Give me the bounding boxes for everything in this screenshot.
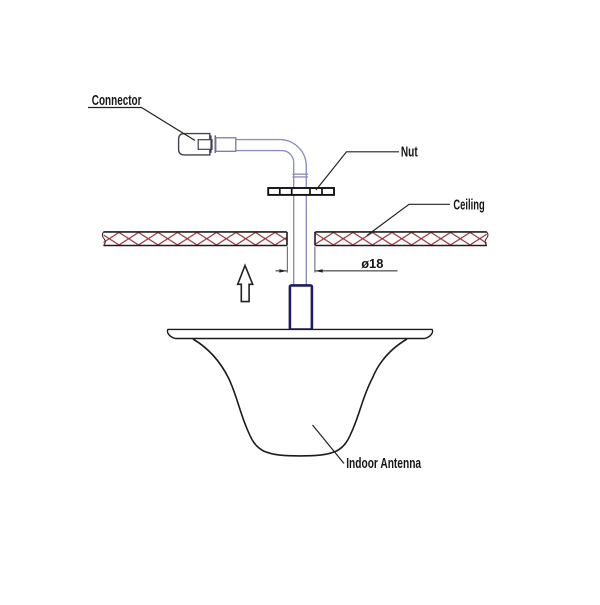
svg-text:ø18: ø18 bbox=[361, 256, 383, 271]
svg-text:Nut: Nut bbox=[401, 145, 418, 161]
svg-text:Ceiling: Ceiling bbox=[453, 197, 484, 213]
svg-text:Indoor Antenna: Indoor Antenna bbox=[346, 456, 422, 472]
svg-text:Connector: Connector bbox=[92, 93, 142, 109]
